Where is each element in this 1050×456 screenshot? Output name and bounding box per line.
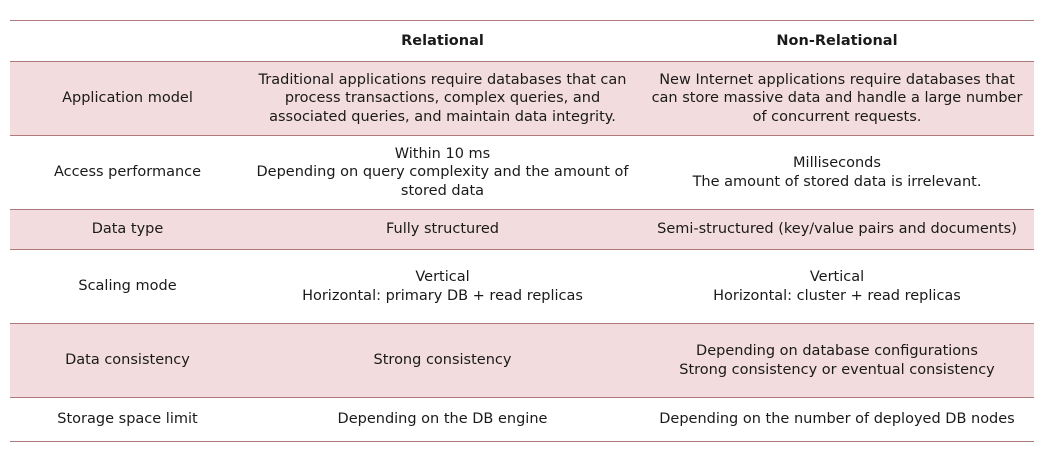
nonrelational-cell: Semi-structured (key/value pairs and doc…: [657, 221, 1017, 238]
table-header-row: Relational Non-Relational: [10, 21, 1034, 62]
row-label: Storage space limit: [57, 411, 198, 428]
nonrelational-cell: Depending on database configurations Str…: [679, 343, 995, 378]
row-label: Scaling mode: [78, 278, 177, 295]
nonrelational-cell: New Internet applications require databa…: [651, 71, 1023, 125]
relational-cell: Traditional applications require databas…: [258, 71, 627, 125]
table-row: Storage space limit Depending on the DB …: [10, 398, 1034, 442]
row-label: Data consistency: [65, 352, 190, 369]
nonrelational-cell: Vertical Horizontal: cluster + read repl…: [713, 269, 961, 304]
row-label: Application model: [62, 90, 193, 107]
relational-cell: Depending on the DB engine: [337, 411, 548, 428]
comparison-table: Relational Non-Relational Application mo…: [10, 20, 1034, 442]
header-nonrelational: Non-Relational: [776, 32, 898, 49]
header-empty: [10, 21, 245, 61]
table-row: Scaling mode Vertical Horizontal: primar…: [10, 250, 1034, 324]
table-row: Data consistency Strong consistency Depe…: [10, 324, 1034, 398]
header-relational: Relational: [401, 32, 484, 49]
table-row: Application model Traditional applicatio…: [10, 62, 1034, 136]
row-label: Access performance: [53, 164, 202, 181]
relational-cell: Within 10 ms Depending on query complexi…: [256, 145, 629, 199]
nonrelational-cell: Milliseconds The amount of stored data i…: [692, 155, 982, 190]
table-row: Data type Fully structured Semi-structur…: [10, 210, 1034, 250]
relational-cell: Vertical Horizontal: primary DB + read r…: [302, 269, 583, 304]
row-label: Data type: [91, 221, 164, 238]
table-row: Access performance Within 10 ms Dependin…: [10, 136, 1034, 210]
nonrelational-cell: Depending on the number of deployed DB n…: [659, 411, 1015, 428]
relational-cell: Strong consistency: [373, 352, 512, 369]
relational-cell: Fully structured: [386, 221, 499, 238]
